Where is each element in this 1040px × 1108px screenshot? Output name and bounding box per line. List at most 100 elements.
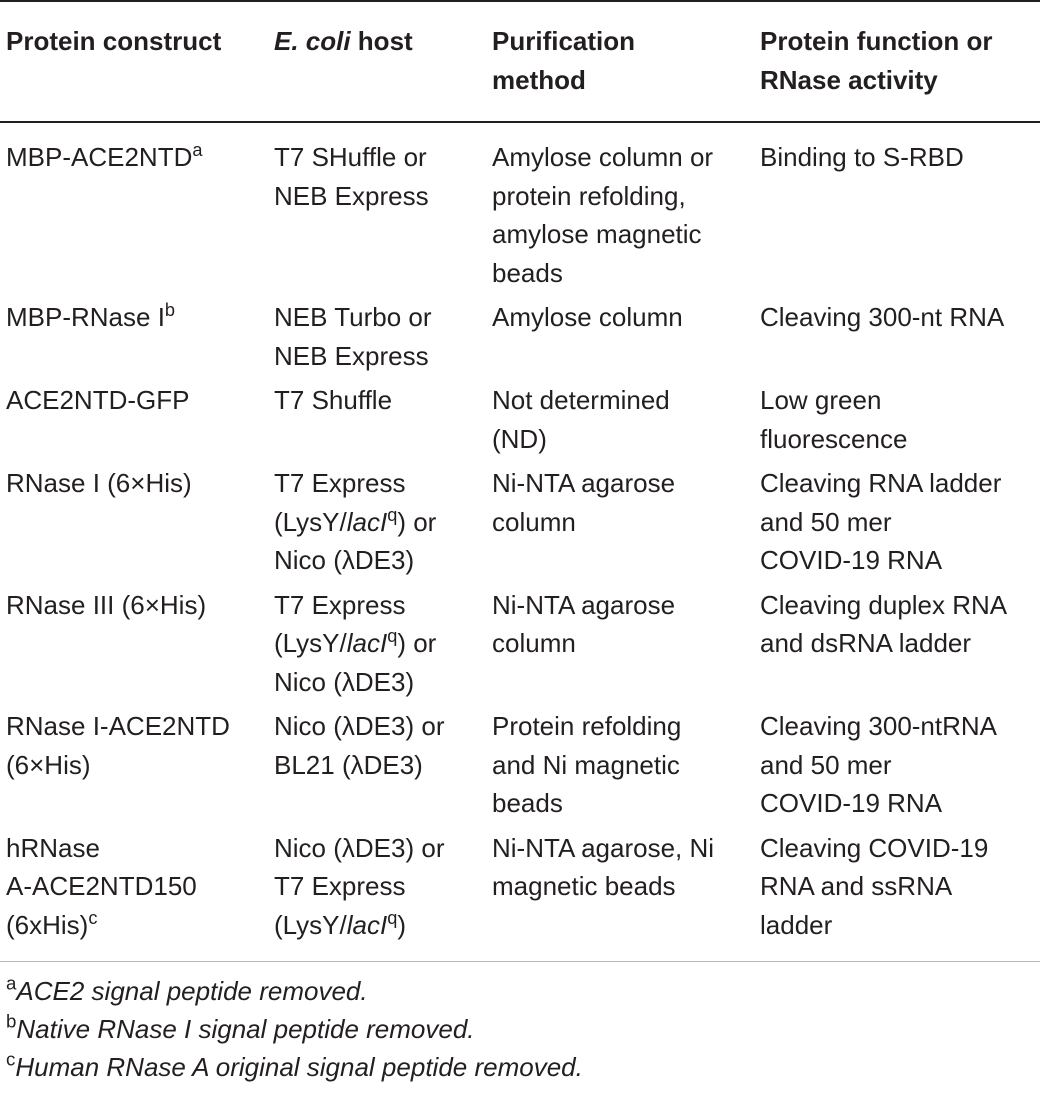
cell-host: Nico (λDE3) or T7 Express (LysY/lacIq) (268, 829, 486, 962)
data-table: Protein construct E. coli host Purificat… (0, 1, 1040, 962)
cell-method: Amylose column (486, 298, 754, 381)
cell-text: Binding to S-RBD (760, 142, 964, 172)
gene-italic: lacI (346, 628, 388, 658)
cell-text: and dsRNA ladder (760, 628, 972, 658)
cell-text: T7 Express (274, 589, 406, 620)
cell-text: ladder (760, 909, 833, 940)
cell-text: (ND) (492, 423, 547, 454)
cell-function: Cleaving 300-nt RNA (754, 298, 1040, 381)
table-row: RNase I (6×His) T7 Express(LysY/lacIq) o… (0, 464, 1040, 586)
table-row: RNase I-ACE2NTD (6×His) Nico (λDE3) or BL2… (0, 707, 1040, 829)
footnote-mark: c (6, 1048, 16, 1070)
cell-text: MBP-RNase I (6, 302, 165, 332)
footnote-mark: c (88, 907, 98, 928)
cell-text: RNA and ssRNA (760, 871, 953, 901)
superscript: q (387, 504, 398, 525)
footnote-a: aACE2 signal peptide removed. (6, 972, 1040, 1010)
cell-text: Ni-NTA agarose, Ni (492, 832, 715, 863)
cell-text: magnetic beads (492, 871, 676, 901)
cell-text: NEB Turbo or (274, 302, 432, 332)
footnote-mark: b (164, 300, 176, 320)
gene-italic: lacI (346, 506, 388, 537)
superscript: q (387, 626, 398, 646)
cell-text: A-ACE2NTD150 (6, 871, 197, 901)
header-host-rest: host (350, 26, 413, 56)
cell-text: column (492, 628, 576, 658)
table-header: Protein construct E. coli host Purificat… (0, 1, 1040, 122)
cell-text: MBP-ACE2NTD (6, 142, 193, 172)
cell-text: ) (397, 909, 406, 940)
cell-text: (LysY/ (274, 909, 347, 940)
cell-text: T7 Express (274, 871, 406, 901)
footnotes: aACE2 signal peptide removed. bNative RN… (0, 962, 1040, 1086)
cell-text: (6×His) (6, 749, 91, 780)
header-method-l1: Purification (492, 26, 636, 56)
cell-text: and 50 mer (760, 749, 892, 780)
header-construct-text: Protein construct (6, 26, 222, 56)
cell-text: ACE2NTD-GFP (6, 385, 190, 415)
cell-text: (LysY/ (274, 628, 347, 658)
cell-text: Nico (λDE3) (274, 666, 415, 697)
header-method: Purification method (486, 1, 754, 122)
header-host: E. coli host (268, 1, 486, 122)
cell-text: RNase I-ACE2NTD (6, 711, 230, 741)
header-method-l2: method (492, 64, 586, 95)
cell-text: hRNase (6, 832, 100, 863)
cell-text: and Ni magnetic (492, 749, 680, 780)
cell-construct: MBP-RNase Ib (0, 298, 268, 381)
cell-text: fluorescence (760, 423, 908, 454)
cell-function: Binding to S-RBD (754, 122, 1040, 298)
cell-text: beads (492, 257, 563, 288)
cell-construct: RNase I-ACE2NTD (6×His) (0, 707, 268, 829)
cell-construct: RNase I (6×His) (0, 464, 268, 586)
cell-text: Nico (λDE3) (274, 545, 415, 575)
cell-text: BL21 (λDE3) (274, 749, 423, 780)
cell-text: Cleaving COVID-19 (760, 832, 989, 863)
cell-text: Nico (λDE3) or (274, 832, 445, 863)
cell-construct: ACE2NTD-GFP (0, 381, 268, 464)
cell-text: NEB Express (274, 340, 429, 371)
cell-text: Low green (760, 385, 882, 415)
cell-function: Low green fluorescence (754, 381, 1040, 464)
cell-text: Cleaving duplex RNA (760, 589, 1008, 620)
cell-text: RNase I (6×His) (6, 468, 192, 498)
table-body: MBP-ACE2NTDa T7 SHuffle or NEB Express Am… (0, 122, 1040, 962)
cell-text: and 50 mer (760, 506, 892, 537)
cell-text: T7 Express (274, 468, 406, 498)
cell-host: NEB Turbo or NEB Express (268, 298, 486, 381)
header-function-l2: RNase activity (760, 64, 938, 95)
cell-host: T7 SHuffle or NEB Express (268, 122, 486, 298)
cell-text: column (492, 506, 576, 537)
cell-method: Not determined(ND) (486, 381, 754, 464)
cell-text: COVID-19 RNA (760, 545, 943, 575)
cell-host: Nico (λDE3) or BL21 (λDE3) (268, 707, 486, 829)
cell-method: Ni-NTA agarose column (486, 464, 754, 586)
footnote-b: bNative RNase I signal peptide removed. (6, 1010, 1040, 1048)
gene-italic: lacI (346, 909, 388, 940)
header-host-italic: E. coli (274, 26, 351, 56)
table-row: ACE2NTD-GFP T7 Shuffle Not determined(ND… (0, 381, 1040, 464)
cell-text: Nico (λDE3) or (274, 711, 445, 741)
superscript: q (387, 907, 398, 928)
footnote-mark: a (192, 140, 203, 160)
cell-method: Ni-NTA agarose, Ni magnetic beads (486, 829, 754, 962)
table-row: RNase III (6×His) T7 Express(LysY/lacIq)… (0, 586, 1040, 708)
cell-text: protein refolding, (492, 180, 686, 211)
cell-text: (LysY/ (274, 506, 347, 537)
cell-text: NEB Express (274, 180, 429, 211)
table-row: MBP-ACE2NTDa T7 SHuffle or NEB Express Am… (0, 122, 1040, 298)
cell-text: RNase III (6×His) (6, 589, 207, 620)
cell-text: T7 SHuffle or (274, 142, 427, 172)
cell-text: Ni-NTA agarose (492, 468, 676, 498)
cell-text: amylose magnetic (492, 219, 702, 249)
table-row: MBP-RNase Ib NEB Turbo or NEB Express Amy… (0, 298, 1040, 381)
